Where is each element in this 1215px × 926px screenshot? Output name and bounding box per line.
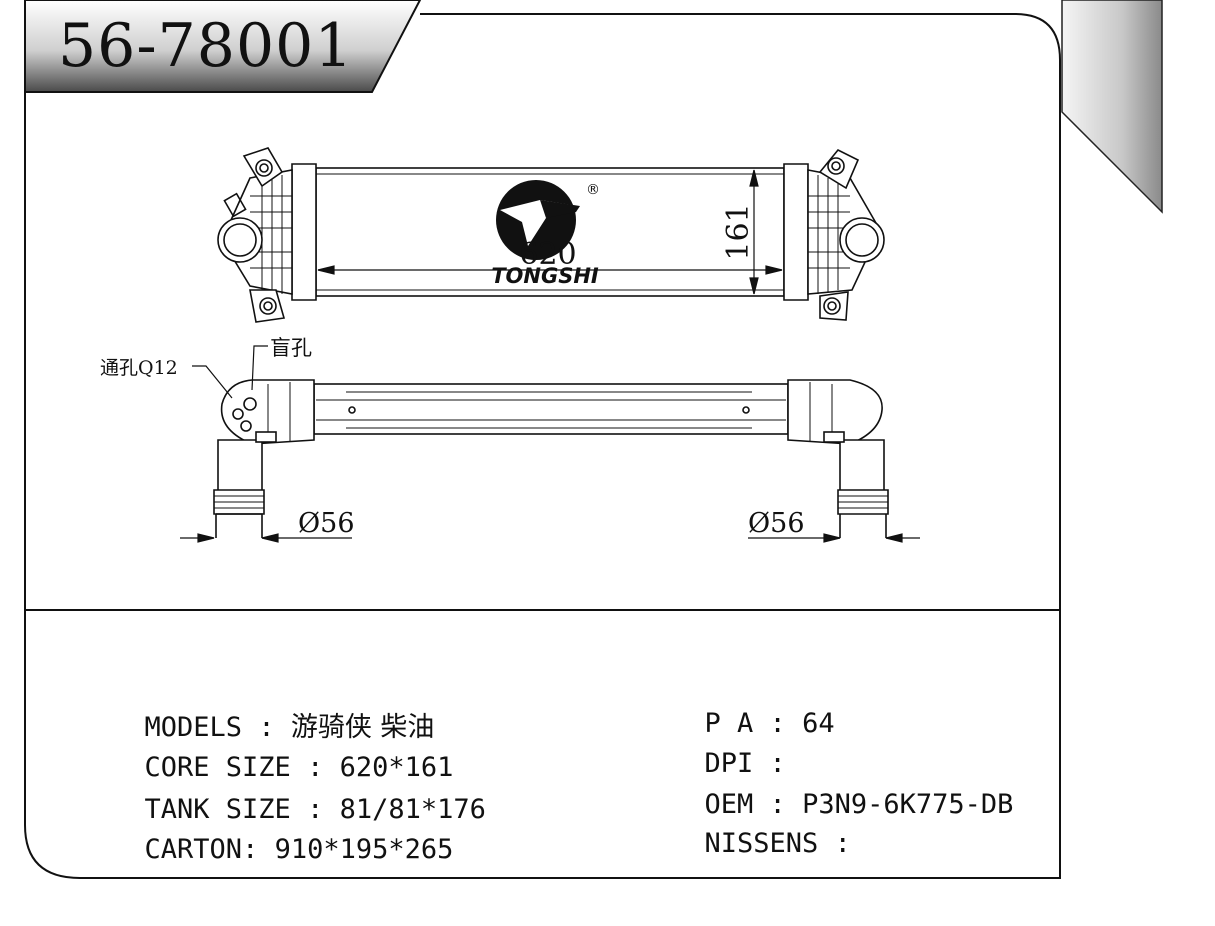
outer-border	[24, 0, 1061, 879]
height-dimension-text: 161	[721, 203, 756, 260]
left-diameter-label: Ø56	[298, 508, 355, 539]
spec-tank-size: TANK SIZE : 81/81*176	[112, 750, 486, 830]
left-tank-side	[213, 379, 315, 538]
right-diameter-label: Ø56	[748, 508, 805, 539]
spec-value: 64	[802, 708, 835, 739]
spec-label: CORE SIZE	[144, 752, 291, 783]
spec-separator: :	[290, 752, 340, 783]
spec-label: OEM	[704, 789, 754, 820]
logo-text: TONGSHI	[491, 264, 599, 288]
cooler-front-view	[217, 147, 885, 323]
left-diameter-dimension	[180, 533, 352, 543]
spec-dpi: DPI :	[672, 704, 802, 784]
dimension-line-length	[317, 265, 783, 275]
vent-hole-label: 通孔Q12	[100, 357, 178, 379]
registered-mark: ®	[586, 182, 600, 198]
spec-label: TANK SIZE	[144, 794, 291, 825]
dimension-line-height	[749, 169, 759, 295]
left-tank	[217, 147, 317, 323]
part-number-tab	[24, 0, 422, 93]
spec-separator: :	[753, 708, 803, 739]
length-dimension-text: 620	[519, 237, 576, 272]
spec-separator: :	[242, 712, 291, 743]
spec-pa: P A : 64	[672, 664, 835, 744]
spec-core-size: CORE SIZE : 620*161	[112, 708, 454, 788]
spec-label: CARTON	[144, 834, 243, 865]
spec-value: 游骑侠 柴油	[290, 712, 435, 743]
spec-separator: :	[753, 789, 803, 820]
spec-models: MODELS : 游骑侠 柴油	[112, 668, 435, 748]
page-corner-decoration	[1061, 0, 1163, 214]
spec-value: P3N9-6K775-DB	[802, 789, 1014, 820]
spec-value: 81/81*176	[339, 794, 486, 825]
spec-separator: :	[242, 834, 275, 865]
cooler-side-view	[180, 345, 920, 543]
blind-hole-leader	[251, 345, 268, 391]
spec-label: MODELS	[144, 712, 243, 743]
spec-label: NISSENS	[704, 828, 819, 859]
spec-label: P A	[704, 708, 754, 739]
spec-label: DPI	[704, 748, 754, 779]
spec-separator: :	[290, 794, 340, 825]
part-number-title: 56-78001	[58, 11, 354, 81]
right-diameter-dimension	[748, 533, 920, 543]
right-tank-side	[787, 379, 889, 538]
right-tank	[783, 148, 885, 321]
blind-hole-label: 盲孔	[270, 336, 312, 360]
spec-separator: :	[753, 748, 803, 779]
spec-nissens: NISSENS :	[672, 784, 867, 864]
vent-hole-leader	[192, 365, 233, 399]
spec-value: 620*161	[339, 752, 454, 783]
spec-carton: CARTON: 910*195*265	[112, 790, 454, 870]
spec-value: 910*195*265	[274, 834, 454, 865]
spec-oem: OEM : P3N9-6K775-DB	[672, 745, 1014, 825]
spec-separator: :	[818, 828, 868, 859]
tongshi-logo: TONGSHI ®	[491, 180, 600, 288]
